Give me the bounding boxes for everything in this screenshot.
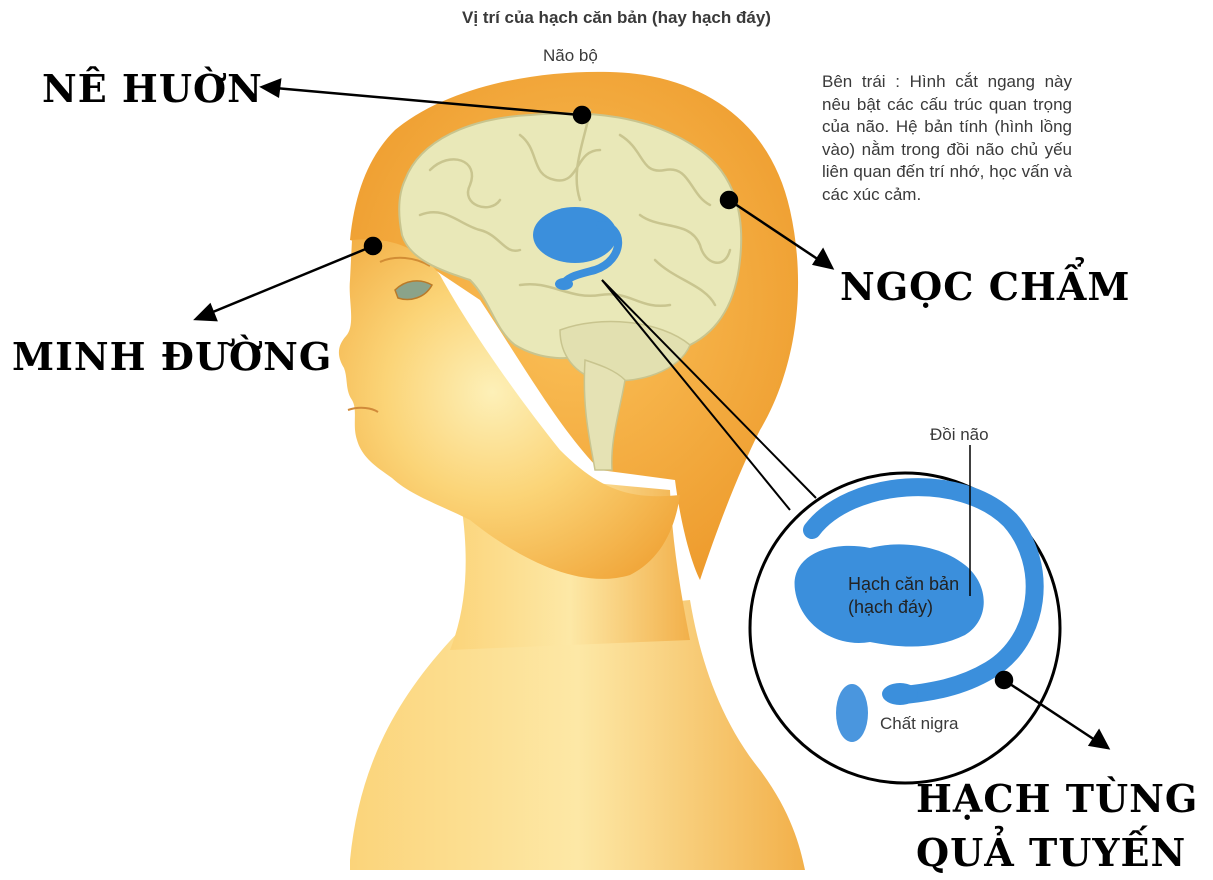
limbic-blob (533, 207, 617, 263)
label-chat-nigra: Chất nigra (880, 714, 958, 734)
annotation-minh-duong: MINH ĐƯỜNG (12, 334, 332, 379)
label-hach-can-ban-line2: (hạch đáy) (848, 596, 959, 619)
annotation-hach-tung-line2: QUẢ TUYẾN (916, 826, 1198, 880)
annotation-hach-tung-line1: HẠCH TÙNG (916, 772, 1198, 826)
inset-arc-bulb (882, 683, 918, 705)
label-hach-can-ban-line1: Hạch căn bản (848, 573, 959, 596)
label-hach-can-ban: Hạch căn bản (hạch đáy) (848, 573, 959, 619)
inset-substantia-nigra (836, 684, 868, 742)
diagram-title: Vị trí của hạch căn bản (hay hạch đáy) (0, 8, 1213, 28)
description-text: Bên trái : Hình cắt ngang này nêu bật cá… (822, 71, 1072, 206)
annotation-ne-huon: NÊ HUỜN (42, 66, 263, 111)
label-nao-bo: Não bộ (543, 46, 598, 66)
annotation-hach-tung: HẠCH TÙNG QUẢ TUYẾN (916, 772, 1198, 880)
annotation-ngoc-cham: NGỌC CHẨM (840, 264, 1130, 309)
label-doi-nao: Đồi não (930, 425, 989, 445)
